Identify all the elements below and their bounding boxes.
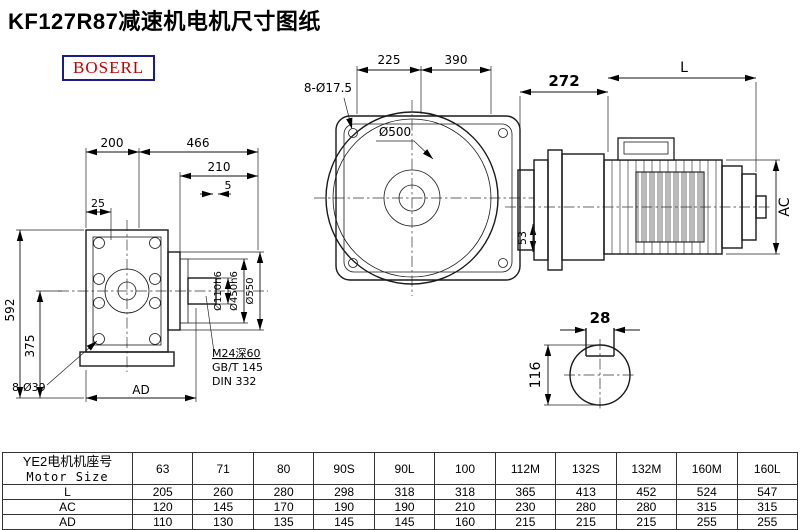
table-cell: 215 <box>555 514 617 530</box>
table-cell: 255 <box>676 514 738 530</box>
size-col-header: 90L <box>373 452 436 485</box>
table-cell: 170 <box>252 499 315 515</box>
table-cell: 135 <box>252 514 315 530</box>
brand-logo: BOSERL <box>62 55 156 81</box>
size-col-header: 100 <box>434 452 496 485</box>
dim-25-label: 25 <box>91 197 105 210</box>
dimension-drawing: 200 466 210 5 25 592 375 <box>3 53 793 411</box>
dia-500-label: Ø500 <box>379 125 411 139</box>
table-cell: 315 <box>736 499 799 515</box>
table-cell: 280 <box>555 499 617 515</box>
cover-circle <box>325 111 499 285</box>
size-col-header: 160M <box>676 452 738 485</box>
table-row-AD: AD 110 130 135 145 145 160 215 215 215 2… <box>2 514 799 530</box>
size-col-header: 132S <box>555 452 617 485</box>
motor-size-header: YE2电机机座号 Motor Size <box>2 452 133 485</box>
table-cell: 365 <box>494 484 557 500</box>
table-cell: 230 <box>494 499 557 515</box>
table-cell: 215 <box>494 514 557 530</box>
table-cell: 315 <box>676 499 738 515</box>
input-flange <box>547 149 563 271</box>
table-cell: 120 <box>131 499 194 515</box>
table-cell: 145 <box>313 514 375 530</box>
dim-AC-label: AC <box>777 197 793 216</box>
dim-592-label: 592 <box>3 299 17 322</box>
table-cell: 280 <box>252 484 315 500</box>
table-cell: 318 <box>434 484 496 500</box>
table-cell: 255 <box>736 514 799 530</box>
dim-390-label: 390 <box>445 53 468 67</box>
table-cell: 524 <box>676 484 738 500</box>
dim-272-label: 272 <box>548 72 579 90</box>
row-label-AC: AC <box>2 499 133 515</box>
size-col-header: 80 <box>252 452 315 485</box>
shaft-circle <box>569 344 631 406</box>
dim-225-label: 225 <box>378 53 401 67</box>
rear-stub <box>755 195 767 219</box>
table-cell: 318 <box>373 484 436 500</box>
dim-375-label: 375 <box>23 335 37 358</box>
holes-8d39-label: 8-Ø39 <box>12 381 46 394</box>
dim-200-label: 200 <box>101 136 124 150</box>
table-cell: 215 <box>615 514 678 530</box>
table-cell: 145 <box>373 514 436 530</box>
table-cell: 130 <box>192 514 254 530</box>
table-cell: 110 <box>131 514 194 530</box>
dim-116-label: 116 <box>528 362 544 389</box>
table-cell: 260 <box>192 484 254 500</box>
size-col-header: 160L <box>736 452 799 485</box>
table-cell: 190 <box>313 499 375 515</box>
table-cell: 190 <box>373 499 436 515</box>
table-cell: 205 <box>131 484 194 500</box>
front-view: 200 466 210 5 25 592 375 <box>3 136 268 402</box>
dia-spigot-label: Ø450h6 <box>228 271 240 311</box>
table-cell: 547 <box>736 484 799 500</box>
dim-53-label: 53 <box>516 231 529 245</box>
table-cell: 145 <box>192 499 254 515</box>
shaft-section-view: 28 116 <box>528 309 640 411</box>
top-view: 8-Ø17.5 225 390 Ø500 53 <box>304 53 537 296</box>
stator-block <box>635 171 705 243</box>
table-cell: 160 <box>434 514 496 530</box>
dim-ad-label: AD <box>132 383 149 397</box>
page-title: KF127R87减速机电机尺寸图纸 <box>8 9 321 34</box>
standard-gbt-note: GB/T 145 <box>212 361 263 374</box>
motor-dimension-table: YE2电机机座号 Motor Size 63 71 80 90S 90L 100… <box>2 452 799 530</box>
dim-28-label: 28 <box>590 309 611 327</box>
size-col-header: 90S <box>313 452 375 485</box>
dia-shaft-label: Ø110h6 <box>212 271 224 311</box>
dim-210-label: 210 <box>208 160 231 174</box>
brand-logo-text: BOSERL <box>73 58 145 77</box>
size-col-header: 71 <box>192 452 254 485</box>
table-header-row: YE2电机机座号 Motor Size 63 71 80 90S 90L 100… <box>2 452 799 485</box>
thread-note: M24深60 <box>212 347 261 360</box>
motor-size-header-en: Motor Size <box>26 469 109 484</box>
table-cell: 280 <box>615 499 678 515</box>
motor-side-view: 272 L AC <box>505 60 793 271</box>
dia-flange-label: Ø550 <box>244 278 256 305</box>
motor-size-header-cn: YE2电机机座号 <box>22 453 113 469</box>
table-row-L: L 205 260 280 298 318 318 365 413 452 52… <box>2 484 799 500</box>
table-cell: 452 <box>615 484 678 500</box>
row-label-L: L <box>2 484 133 500</box>
gearcase-outline <box>335 115 521 281</box>
standard-din-note: DIN 332 <box>212 375 256 388</box>
size-col-header: 112M <box>494 452 557 485</box>
table-cell: 210 <box>434 499 496 515</box>
output-shaft <box>187 277 217 305</box>
table-cell: 298 <box>313 484 375 500</box>
row-label-AD: AD <box>2 514 133 530</box>
table-row-AC: AC 120 145 170 190 190 210 230 280 280 3… <box>2 499 799 515</box>
dim-466-label: 466 <box>187 136 210 150</box>
holes-8d175-label: 8-Ø17.5 <box>304 81 352 95</box>
foot-outline <box>79 351 175 367</box>
dim-5-label: 5 <box>225 179 232 192</box>
terminal-box <box>617 137 675 161</box>
dim-L-label: L <box>680 60 688 76</box>
size-col-header: 132M <box>615 452 678 485</box>
table-cell: 413 <box>555 484 617 500</box>
size-col-header: 63 <box>131 452 194 485</box>
